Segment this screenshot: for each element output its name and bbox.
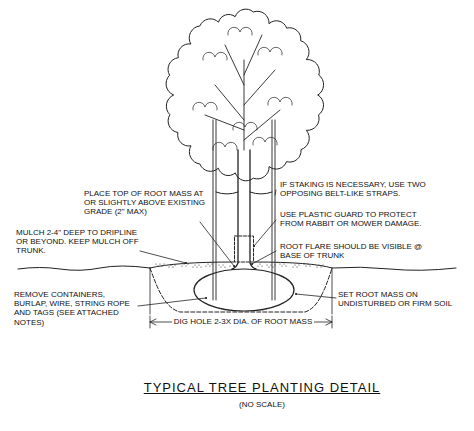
callout-note: MULCH 2-4" DEEP TO DRIPLINE OR BEYOND. K… <box>16 228 140 256</box>
callout-note: IF STAKING IS NECESSARY, USE TWO OPPOSIN… <box>280 180 430 198</box>
mulch-dot <box>211 263 212 264</box>
leaf-clump <box>253 137 277 145</box>
mulch-dot <box>194 264 195 265</box>
mulch-dot <box>222 264 223 265</box>
mulch-dot <box>261 265 262 266</box>
mulch-dot <box>281 265 282 266</box>
callout-note: ROOT FLARE SHOULD BE VISIBLE @ BASE OF T… <box>280 242 430 260</box>
mulch-dot <box>159 263 160 264</box>
mulch-dot <box>207 263 208 264</box>
mulch-dot <box>303 263 304 264</box>
leaf-clump <box>213 142 237 150</box>
mulch-dot <box>185 265 186 266</box>
mulch-dot <box>298 264 299 265</box>
mulch-dot <box>316 266 317 267</box>
mulch-dot <box>205 265 206 266</box>
leaf-clump <box>258 47 282 55</box>
mulch-dot <box>220 266 221 267</box>
drawing-title: TYPICAL TREE PLANTING DETAIL <box>144 380 381 395</box>
dimension-label: DIG HOLE 2-3X DIA. OF ROOT MASS <box>172 317 315 326</box>
callout-note: USE PLASTIC GUARD TO PROTECT FROM RABBIT… <box>280 210 430 228</box>
callout-note: REMOVE CONTAINERS, BURLAP, WIRE, STRING … <box>14 290 138 327</box>
belt-straps <box>216 192 272 194</box>
mulch-dot <box>292 266 293 267</box>
mulch-dot <box>174 264 175 265</box>
mulch-dot <box>181 265 182 266</box>
mulch-dot <box>257 265 258 266</box>
leaf-clump <box>268 97 292 105</box>
mulch-dot <box>283 263 284 264</box>
mulch-dot <box>168 266 169 267</box>
tree-canopy <box>166 9 324 181</box>
mulch-dot <box>320 266 321 267</box>
mulch-dot <box>183 263 184 264</box>
root-mass <box>194 269 294 311</box>
mulch-dot <box>187 263 188 264</box>
mulch-dot <box>224 266 225 267</box>
mulch-dot <box>309 265 310 266</box>
mulch-dot <box>155 263 156 264</box>
mulch-dot <box>272 266 273 267</box>
leader-dots <box>186 246 296 298</box>
mulch-dot <box>163 263 164 264</box>
leaf-clump <box>193 102 217 110</box>
canopy-outline <box>166 9 324 181</box>
mulch-dot <box>279 263 280 264</box>
mulch-dot <box>266 264 267 265</box>
mulch-dot <box>294 264 295 265</box>
mulch-dot <box>318 264 319 265</box>
mulch-dot <box>198 264 199 265</box>
leaf-clump <box>233 122 257 130</box>
mulch-dot <box>285 265 286 266</box>
scale-note: (NO SCALE) <box>239 400 285 409</box>
leaf-clump <box>228 27 252 35</box>
mulch-dot <box>170 264 171 265</box>
mulch-dot <box>322 264 323 265</box>
mulch-dot <box>307 263 308 264</box>
mulch-dot <box>161 265 162 266</box>
callout-note: PLACE TOP OF ROOT MASS AT OR SLIGHTLY AB… <box>84 189 212 217</box>
mulch-dot <box>200 266 201 267</box>
plastic-guard <box>235 236 254 262</box>
mulch-dot <box>172 266 173 267</box>
mulch-dot <box>196 266 197 267</box>
mulch-dot <box>229 265 230 266</box>
tree-stakes <box>213 120 275 300</box>
dimension-line <box>150 268 332 328</box>
mulch-dot <box>218 264 219 265</box>
mulch-dot <box>157 265 158 266</box>
mulch-dot <box>305 265 306 266</box>
leaf-clump <box>203 52 227 60</box>
mulch-dot <box>270 264 271 265</box>
mulch-dot <box>192 266 193 267</box>
mulch-dot <box>209 265 210 266</box>
mulch-layer <box>150 262 332 268</box>
callout-note: SET ROOT MASS ON UNDISTURBED OR FIRM SOI… <box>338 290 458 308</box>
planting-hole <box>150 268 332 312</box>
mulch-dot <box>259 263 260 264</box>
mulch-dot <box>296 266 297 267</box>
mulch-texture <box>155 263 323 267</box>
tree-trunk <box>232 150 256 269</box>
mulch-dot <box>268 266 269 267</box>
